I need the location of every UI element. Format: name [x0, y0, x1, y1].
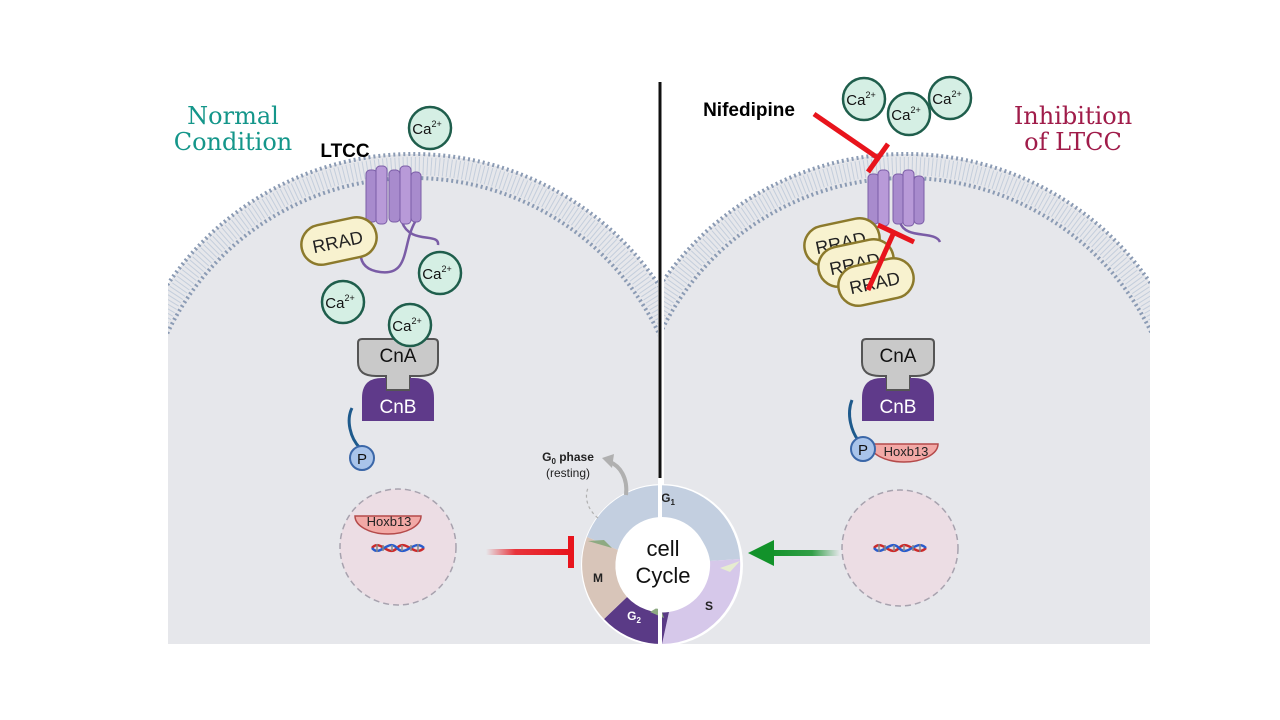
svg-text:Ca2+: Ca2+ [392, 316, 421, 335]
left-title-line1: Normal [187, 102, 279, 130]
g0-resting-label: (resting) [546, 466, 590, 480]
left-panel: Normal Condition LTCC RRAD Ca2+ Ca2+ [168, 102, 658, 644]
nifedipine-label: Nifedipine [703, 100, 795, 121]
phase-g1-label: G1 [661, 491, 675, 507]
right-panel: Inhibition of LTCC Nifedipine Ca2+ Ca2+ … [664, 75, 1150, 644]
cnb-label-left: CnB [380, 397, 417, 418]
hoxb13-label-right: Hoxb13 [884, 444, 929, 459]
nucleus-right [841, 489, 959, 607]
rrad-stack-right: RRAD RRAD RRAD [803, 217, 915, 307]
calcium-ion-left-2: Ca2+ [417, 250, 463, 296]
phase-m [582, 537, 627, 619]
hoxb13-label-left: Hoxb13 [367, 514, 412, 529]
phosphate-hoxb13-right: Hoxb13 P [848, 399, 939, 463]
activation-arrow-right [748, 540, 840, 566]
g0-phase: G0 phase (resting) [542, 450, 629, 519]
cna-label-right: CnA [880, 346, 917, 367]
phosphate-left: P [347, 407, 375, 471]
nifedipine-inhibitor [812, 111, 891, 174]
cell-cycle-wheel: cell Cycle G1 S G2 M [581, 478, 743, 646]
phase-s-label: S [705, 599, 713, 613]
phase-g2-label: G2 [627, 609, 641, 625]
svg-text:Ca2+: Ca2+ [325, 293, 354, 312]
calcium-ion-left-1: Ca2+ [407, 105, 453, 151]
cnb-label-right: CnB [880, 397, 917, 418]
rrad-left: RRAD [300, 216, 378, 266]
calcium-ion-right-1: Ca2+ [841, 76, 887, 122]
ltcc-label: LTCC [320, 141, 370, 162]
right-title-line2: of LTCC [1024, 128, 1122, 156]
left-title-line2: Condition [174, 128, 293, 156]
svg-text:Ca2+: Ca2+ [932, 89, 961, 108]
ltcc-channel-right [867, 169, 942, 243]
svg-text:Ca2+: Ca2+ [422, 264, 451, 283]
calcium-ion-left-4: Ca2+ [387, 302, 433, 348]
cell-cycle-center-line2: Cycle [635, 563, 690, 588]
inhibition-arrow-left [486, 536, 574, 568]
g0-phase-label: G0 phase [542, 450, 594, 466]
calcineurin-right: CnA CnB [861, 338, 935, 421]
svg-text:Ca2+: Ca2+ [891, 105, 920, 124]
phosphate-label-left: P [357, 451, 367, 468]
calcium-ion-left-3: Ca2+ [320, 279, 366, 325]
dna-icon-right [873, 543, 927, 553]
cell-cycle-center-line1: cell [646, 536, 679, 561]
nucleus-left: Hoxb13 [339, 488, 457, 606]
calcium-ion-right-3: Ca2+ [927, 75, 973, 121]
calcineurin-left: CnA CnB [357, 338, 439, 421]
cna-label-left: CnA [380, 346, 417, 367]
phase-g2 [604, 597, 669, 645]
calcium-ion-right-2: Ca2+ [886, 91, 932, 137]
phosphate-label-right: P [858, 442, 868, 459]
phase-m-label: M [593, 571, 603, 585]
phase-g1 [587, 485, 740, 561]
svg-text:Ca2+: Ca2+ [846, 90, 875, 109]
dna-icon-left [371, 543, 425, 553]
phase-s [662, 559, 741, 644]
svg-text:Ca2+: Ca2+ [412, 119, 441, 138]
rrad-inhibitor [865, 222, 916, 292]
right-title-line1: Inhibition [1014, 102, 1132, 130]
